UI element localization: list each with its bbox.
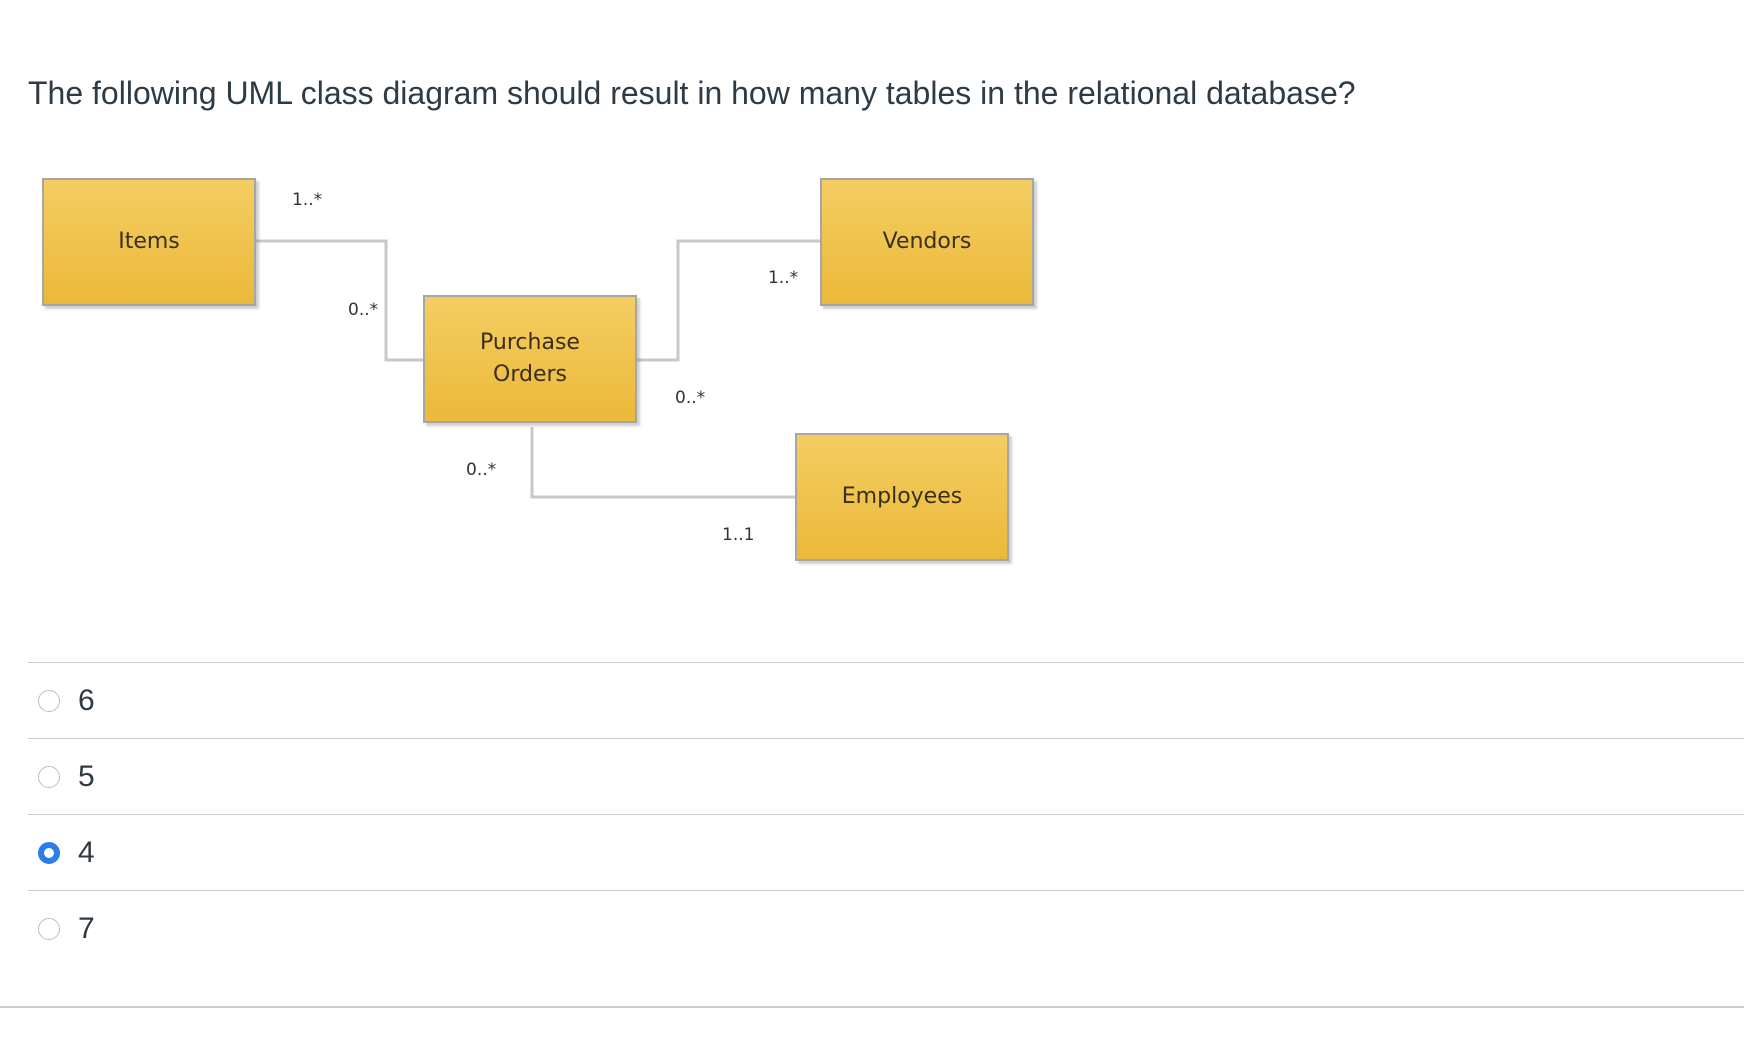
radio-button-4[interactable] (38, 917, 60, 940)
multiplicity-po-vendors-side: 0..* (675, 388, 706, 408)
bottom-divider (0, 1006, 1744, 1008)
question-text: The following UML class diagram should r… (28, 75, 1356, 111)
multiplicity-employees-side: 1..1 (722, 525, 755, 545)
answer-option-3[interactable]: 4 (28, 814, 1744, 890)
multiplicity-po-items-side: 0..* (348, 300, 379, 320)
radio-button-2[interactable] (38, 765, 60, 788)
connector-purchase-orders-employees (530, 427, 795, 499)
class-vendors: Vendors (820, 178, 1034, 306)
connector-items-purchase-orders (256, 239, 423, 362)
class-purchase-orders-line1: Purchase (480, 330, 580, 355)
answer-label-2: 5 (78, 759, 95, 793)
answer-option-4[interactable]: 7 (28, 890, 1744, 966)
radio-button-3[interactable] (38, 841, 60, 864)
class-items: Items (42, 178, 256, 306)
class-purchase-orders: Purchase Orders (423, 295, 637, 423)
class-purchase-orders-label: Purchase Orders (480, 327, 580, 391)
answer-label-1: 6 (78, 683, 95, 717)
class-employees: Employees (795, 433, 1009, 561)
multiplicity-vendors-side: 1..* (768, 268, 799, 288)
answer-label-3: 4 (78, 835, 95, 869)
class-items-label: Items (118, 229, 180, 254)
class-employees-label: Employees (841, 484, 963, 509)
multiplicity-po-employees-side: 0..* (466, 460, 497, 480)
answer-list: 6 5 4 7 (28, 662, 1744, 966)
diagram-connectors (256, 239, 820, 499)
class-vendors-label: Vendors (882, 229, 972, 254)
connector-purchase-orders-vendors (637, 239, 820, 362)
answer-option-1[interactable]: 6 (28, 662, 1744, 738)
answer-option-2[interactable]: 5 (28, 738, 1744, 814)
answer-label-4: 7 (78, 911, 95, 945)
uml-class-diagram: Items Purchase Orders Vendors Employees … (30, 170, 1040, 580)
multiplicity-items-side: 1..* (292, 190, 323, 210)
radio-button-1[interactable] (38, 689, 60, 712)
class-purchase-orders-line2: Orders (493, 362, 567, 387)
